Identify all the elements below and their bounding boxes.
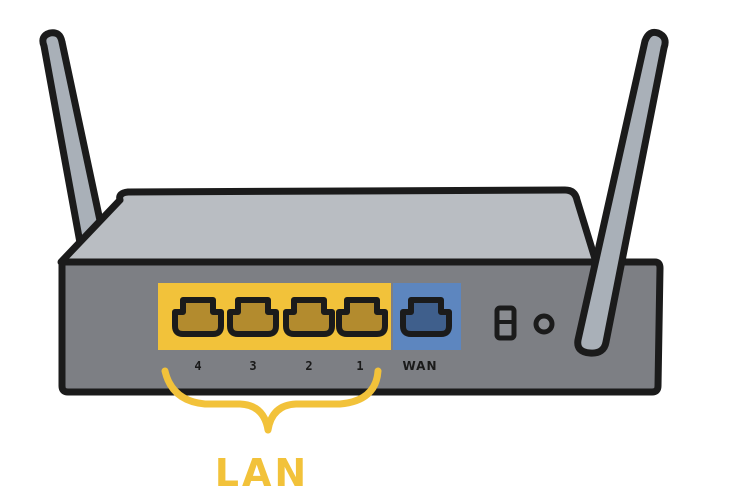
router-top [61,190,596,262]
wan-port-label: WAN [402,359,437,373]
ethernet-port-icon [403,300,449,334]
ethernet-port-icon [286,300,332,334]
reset-button-icon [536,316,552,332]
power-switch-icon [497,308,514,338]
ethernet-port-icon [230,300,276,334]
ethernet-port-icon [339,300,385,334]
lan-caption: LAN [215,451,309,495]
lan-port-label: 1 [356,359,363,373]
lan-port-label: 2 [305,359,312,373]
ethernet-port-icon [175,300,221,334]
lan-port-label: 4 [194,359,201,373]
lan-port-label: 3 [249,359,256,373]
